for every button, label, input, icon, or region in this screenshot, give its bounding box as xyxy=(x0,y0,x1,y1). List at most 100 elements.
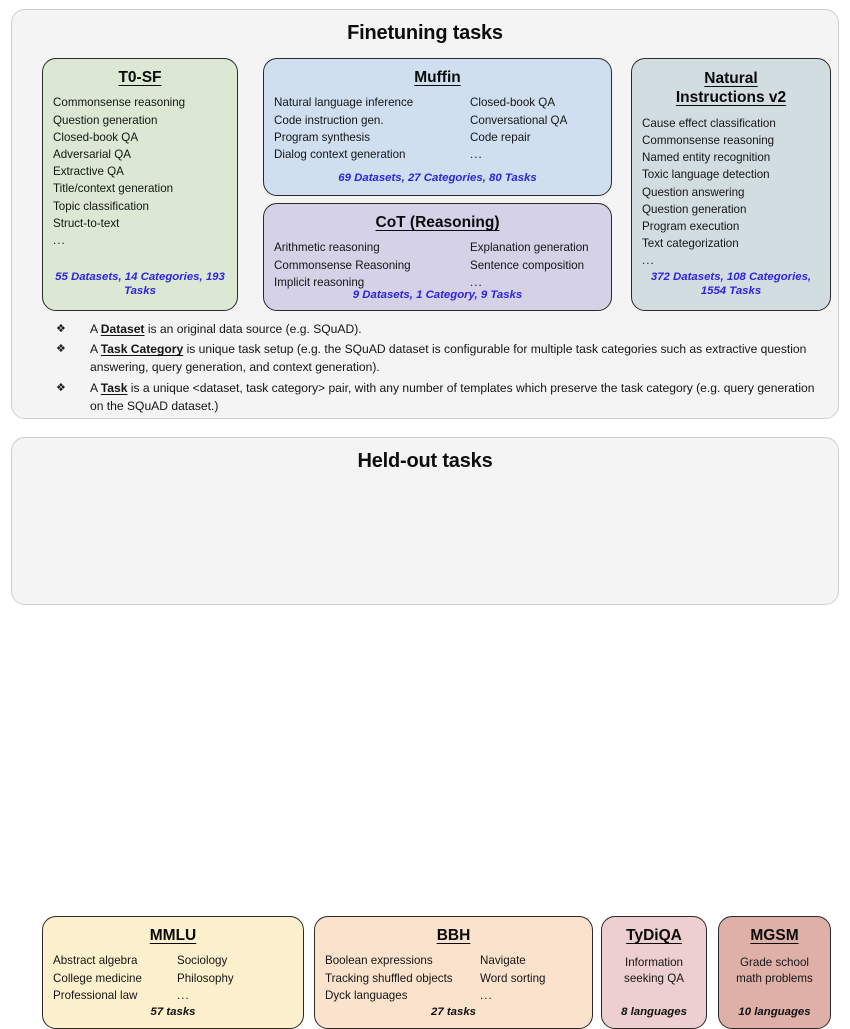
card-title-mgsm: MGSM xyxy=(750,927,799,944)
list-item: Toxic language detection xyxy=(642,168,770,182)
card-stats-cot: 9 Datasets, 1 Category, 9 Tasks xyxy=(352,289,523,301)
task-list-column-left: Natural language inference Code instruct… xyxy=(274,94,470,163)
list-item: Title/context generation xyxy=(53,182,174,196)
legend-item-task: ❖ A Task is a unique <dataset, task cate… xyxy=(56,379,826,415)
dataset-card-bbh: BBH Boolean expressions Tracking shuffle… xyxy=(314,916,593,1029)
task-list-bbh: Boolean expressions Tracking shuffled ob… xyxy=(325,952,582,1004)
card-stats-mmlu: 57 tasks xyxy=(150,1006,196,1018)
list-item: Navigate xyxy=(480,954,526,968)
legend-post: is unique task setup (e.g. the SQuAD dat… xyxy=(90,342,807,375)
list-item: Question generation xyxy=(642,202,747,216)
card-stats-tydiqa: 8 languages xyxy=(621,1006,687,1018)
list-item: Commonsense reasoning xyxy=(642,133,775,147)
task-list-natural-instructions-v2: Cause effect classification Commonsense … xyxy=(642,115,820,270)
list-item: Question generation xyxy=(53,113,158,127)
task-list-column-right: Navigate Word sorting ... xyxy=(480,952,546,1004)
diamond-bullet-icon: ❖ xyxy=(56,343,66,356)
description-tydiqa: Information seeking QA xyxy=(612,955,696,987)
list-item: Arithmetic reasoning xyxy=(274,241,380,255)
legend-pre: A xyxy=(90,380,101,395)
task-list-mmlu: Abstract algebra College medicine Profes… xyxy=(53,952,293,1004)
list-item: Topic classification xyxy=(53,199,150,213)
legend-item-task-category: ❖ A Task Category is unique task setup (… xyxy=(56,340,826,376)
list-item: Named entity recognition xyxy=(642,151,771,165)
list-item: Sentence composition xyxy=(470,258,585,272)
card-stats-muffin: 69 Datasets, 27 Categories, 80 Tasks xyxy=(338,172,537,184)
card-title-line-1: Natural xyxy=(704,70,758,87)
list-item: Extractive QA xyxy=(53,165,124,179)
list-item: Word sorting xyxy=(480,971,546,985)
list-item: Abstract algebra xyxy=(53,954,138,968)
list-item: Conversational QA xyxy=(470,113,568,127)
list-item: Tracking shuffled objects xyxy=(325,971,453,985)
card-title-natural-instructions-v2: Natural Instructions v2 xyxy=(642,69,820,108)
legend-pre: A xyxy=(90,322,101,336)
list-item: Program execution xyxy=(642,219,740,233)
card-title-bbh: BBH xyxy=(436,927,471,944)
legend-pre: A xyxy=(90,342,101,357)
list-item: Text categorization xyxy=(642,237,739,251)
dataset-card-tydiqa: TyDiQA Information seeking QA 8 language… xyxy=(601,916,707,1029)
description-line: math problems xyxy=(736,972,813,986)
card-title-t0sf: T0-SF xyxy=(118,69,162,86)
dataset-card-natural-instructions-v2: Natural Instructions v2 Cause effect cla… xyxy=(631,58,831,311)
card-stats-t0sf: 55 Datasets, 14 Categories, 193 Tasks xyxy=(55,271,225,297)
list-item: Adversarial QA xyxy=(53,147,131,161)
card-title-mmlu: MMLU xyxy=(149,927,197,944)
task-list-column-right: Explanation generation Sentence composit… xyxy=(470,239,589,291)
list-item: Question answering xyxy=(642,185,745,199)
legend-term: Dataset xyxy=(100,322,145,336)
held-out-tasks-panel: Held-out tasks MMLU Abstract algebra Col… xyxy=(11,437,839,1029)
legend-item-dataset: ❖ A Dataset is an original data source (… xyxy=(56,320,826,338)
finetuning-tasks-panel: Finetuning tasks T0-SF Commonsense reaso… xyxy=(11,9,839,419)
list-item: Commonsense Reasoning xyxy=(274,258,411,272)
list-item: Implicit reasoning xyxy=(274,275,365,289)
dataset-card-cot: CoT (Reasoning) Arithmetic reasoning Com… xyxy=(263,203,612,311)
task-list-column-left: Arithmetic reasoning Commonsense Reasoni… xyxy=(274,239,470,291)
task-list-t0sf: Commonsense reasoning Question generatio… xyxy=(53,94,227,249)
list-item: Closed-book QA xyxy=(470,96,556,110)
list-item-ellipsis: ... xyxy=(177,988,190,1002)
dataset-card-t0sf: T0-SF Commonsense reasoning Question gen… xyxy=(42,58,238,311)
task-list-cot: Arithmetic reasoning Commonsense Reasoni… xyxy=(274,239,601,291)
diagram-canvas: Finetuning tasks T0-SF Commonsense reaso… xyxy=(11,9,839,1029)
dataset-card-mmlu: MMLU Abstract algebra College medicine P… xyxy=(42,916,304,1029)
list-item: Cause effect classification xyxy=(642,116,776,130)
list-item: Philosophy xyxy=(177,971,234,985)
list-item: Sociology xyxy=(177,954,228,968)
finetuning-panel-title: Finetuning tasks xyxy=(347,22,503,44)
list-item: Code repair xyxy=(470,130,531,144)
card-title-line-2: Instructions v2 xyxy=(675,89,787,107)
list-item: Struct-to-text xyxy=(53,216,120,230)
description-line: seeking QA xyxy=(624,972,684,986)
list-item: Explanation generation xyxy=(470,241,589,255)
diamond-bullet-icon: ❖ xyxy=(56,381,66,394)
task-list-column-right: Sociology Philosophy ... xyxy=(177,952,234,1004)
legend-term: Task xyxy=(100,380,128,395)
task-list-column-left: Boolean expressions Tracking shuffled ob… xyxy=(325,952,480,1004)
card-stats-bbh: 27 tasks xyxy=(431,1006,476,1018)
list-item: Code instruction gen. xyxy=(274,113,384,127)
card-stats-natural-instructions-v2: 372 Datasets, 108 Categories, 1554 Tasks xyxy=(650,271,812,297)
list-item-ellipsis: ... xyxy=(480,988,493,1002)
task-list-column-left: Abstract algebra College medicine Profes… xyxy=(53,952,177,1004)
list-item: Natural language inference xyxy=(274,96,414,110)
dataset-card-muffin: Muffin Natural language inference Code i… xyxy=(263,58,612,196)
task-list-column-right: Closed-book QA Conversational QA Code re… xyxy=(470,94,567,163)
description-line: Information xyxy=(625,956,683,970)
legend-definitions: ❖ A Dataset is an original data source (… xyxy=(56,320,826,417)
card-title-cot: CoT (Reasoning) xyxy=(375,214,500,231)
diamond-bullet-icon: ❖ xyxy=(56,323,66,335)
list-item: Closed-book QA xyxy=(53,130,139,144)
list-item: Boolean expressions xyxy=(325,954,433,968)
list-item: Professional law xyxy=(53,988,138,1002)
list-item-ellipsis: ... xyxy=(470,147,483,161)
held-out-panel-title: Held-out tasks xyxy=(357,450,493,472)
list-item-ellipsis: ... xyxy=(470,275,483,289)
list-item: College medicine xyxy=(53,971,142,985)
legend-post: is a unique <dataset, task category> pai… xyxy=(90,380,815,413)
task-list-muffin: Natural language inference Code instruct… xyxy=(274,94,601,163)
list-item: Dyck languages xyxy=(325,988,408,1002)
list-item-ellipsis: ... xyxy=(642,254,655,268)
list-item: Commonsense reasoning xyxy=(53,96,186,110)
